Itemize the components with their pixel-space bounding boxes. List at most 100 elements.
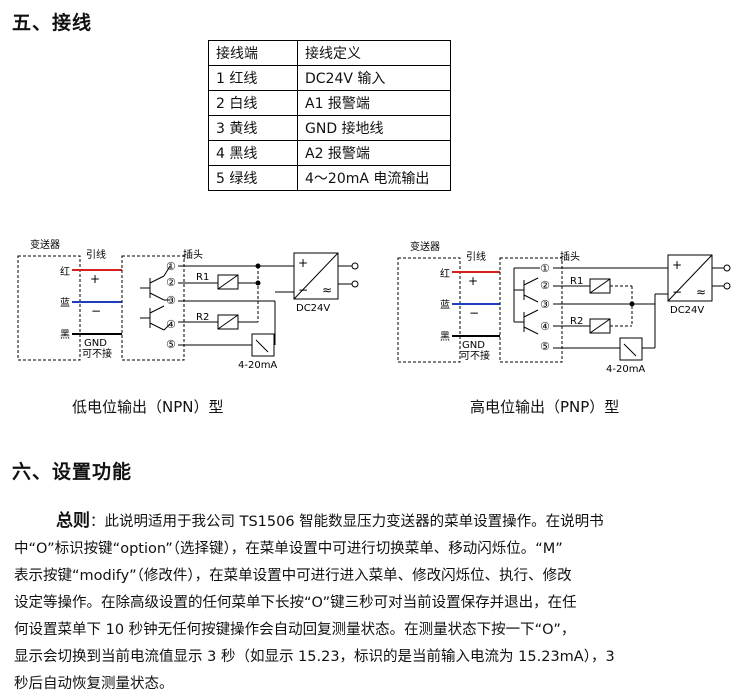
label-r2: R2 [196,312,209,323]
terminal [351,262,359,270]
wiring-diagrams: 变送器 引线 红 蓝 黑 + − GND 可不接 插头 ① ② ③ ④ ⑤ [17,238,731,375]
pin-1: ① [540,262,550,275]
transistor-pnp-1-c [523,277,539,286]
table-cell-terminal: 3 黄线 [208,115,298,141]
label-plus: + [468,274,478,288]
label-black: 黑 [60,329,70,341]
label-black: 黑 [440,331,450,343]
label-red: 红 [60,265,70,278]
psu-ac: ≈ [322,283,332,297]
label-lead: 引线 [466,250,486,263]
label-r1: R1 [196,272,209,283]
transistor-npn-2-c [149,305,165,314]
table-cell-definition: 4～20mA 电流输出 [297,165,451,191]
npn-diagram: 变送器 引线 红 蓝 黑 + − GND 可不接 插头 ① ② ③ ④ ⑤ [17,238,359,371]
transistor-pnp-1-e [523,294,539,303]
label-r2: R2 [570,316,583,327]
pnp-diagram: 变送器 引线 红 蓝 黑 + − GND 可不接 插头 ① ② ③ ④ ⑤ R1 [397,240,731,375]
label-transmitter: 变送器 [30,238,60,251]
junction-dot [629,301,635,307]
label-current: 4-20mA [606,364,645,375]
label-blue: 蓝 [440,299,450,311]
label-current: 4-20mA [238,360,277,371]
label-blue: 蓝 [60,297,70,309]
table-header-cell: 接线端 [208,40,298,66]
paragraph-line: 总则：此说明适用于我公司 TS1506 智能数显压力变送器的菜单设置操作。在说明… [14,508,698,536]
psu-minus: − [298,283,308,297]
table-header-row: 接线端 接线定义 [208,40,451,66]
table-cell-definition: A1 报警端 [297,90,451,116]
label-gnd: GND [84,338,107,349]
power-supply-diag [293,252,339,300]
pin-4: ④ [540,320,550,333]
relay-r2-diag [589,318,611,334]
pin-3: ③ [166,294,176,307]
ammeter-needle [623,343,637,357]
relay-r1 [217,274,239,290]
pin-5: ⑤ [166,338,176,351]
transistor-pnp-2-c [523,309,539,318]
junction-dot [255,280,261,286]
table-cell-terminal: 4 黑线 [208,140,298,166]
psu-plus: + [298,256,308,270]
label-plug: 插头 [183,248,203,261]
plug-box [121,255,185,361]
ammeter-needle [255,339,269,353]
table-cell-definition: GND 接地线 [297,115,451,141]
table-cell-terminal: 2 白线 [208,90,298,116]
label-not-connected: 可不接 [460,349,490,362]
psu-ac: ≈ [696,285,706,299]
table-header-cell: 接线定义 [297,40,451,66]
power-supply [293,252,339,300]
paragraph-line: 设定等操作。在除高级设置的任何菜单下长按“O”键三秒可对当前设置保存并退出，在任 [14,595,577,611]
label-minus: − [91,304,101,318]
table-row: 3 黄线 GND 接地线 [208,115,451,141]
transistor-npn-1-c [149,275,165,284]
caption-pnp: 高电位输出（PNP）型 [470,398,620,416]
label-plus: + [90,272,100,286]
label-r1: R1 [570,276,583,287]
transmitter-box [397,257,461,363]
pin-5: ⑤ [540,340,550,353]
relay-r1-diag [589,278,611,294]
caption-npn: 低电位输出（NPN）型 [72,398,224,416]
label-minus: − [469,306,479,320]
paragraph-line: 中“O”标识按键“option”（选择键），在菜单设置中可进行切换菜单、移动闪烁… [14,541,563,557]
general-rules-paragraph: 总则：此说明适用于我公司 TS1506 智能数显压力变送器的菜单设置操作。在说明… [14,508,698,698]
wiring-table: 接线端 接线定义 1 红线 DC24V 输入 2 白线 A1 报警端 3 黄线 … [208,40,451,191]
pin-1: ① [166,260,176,273]
paragraph-line: 表示按键“modify”（修改件），在菜单设置中可进行进入菜单、修改闪烁位、执行… [14,568,572,584]
transistor-pnp-2-e [523,326,539,335]
relay-r2-diag [217,314,239,330]
lead-colon: ： [90,514,105,530]
section-heading-settings: 六、设置功能 [12,461,133,483]
table-row: 4 黑线 A2 报警端 [208,140,451,166]
ammeter [251,333,275,357]
line-text: 此说明适用于我公司 TS1506 智能数显压力变送器的菜单设置操作。在说明书 [104,514,604,530]
terminal [723,264,731,272]
table-row: 5 绿线 4～20mA 电流输出 [208,165,451,191]
pin-2: ② [166,276,176,289]
paragraph-line: 何设置菜单下 10 秒钟无任何按键操作会自动回复测量状态。在测量状态下按一下“O… [14,622,576,638]
lead-term: 总则 [56,511,90,531]
terminal [351,280,359,288]
pin-3: ③ [540,298,550,311]
table-cell-definition: A2 报警端 [297,140,451,166]
psu-plus: + [672,258,682,272]
transmitter-box [17,255,81,361]
psu-minus: − [672,285,682,299]
transistor-npn-2-e [149,322,165,331]
table-row: 1 红线 DC24V 输入 [208,65,451,91]
label-gnd: GND [462,340,485,351]
label-red: 红 [440,267,450,280]
paragraph-line: 显示会切换到当前电流值显示 3 秒（如显示 15.23，标识的是当前输入电流为 … [14,649,615,665]
table-cell-terminal: 1 红线 [208,65,298,91]
label-dc24v: DC24V [670,305,704,316]
paragraph-line: 秒后自动恢复测量状态。 [14,676,174,692]
label-dc24v: DC24V [296,303,330,314]
plug-box [499,257,563,363]
label-not-connected: 可不接 [82,347,112,360]
power-supply-diag [667,254,713,302]
relay-r1-diag [217,274,239,290]
section-heading-wiring: 五、接线 [12,12,93,34]
